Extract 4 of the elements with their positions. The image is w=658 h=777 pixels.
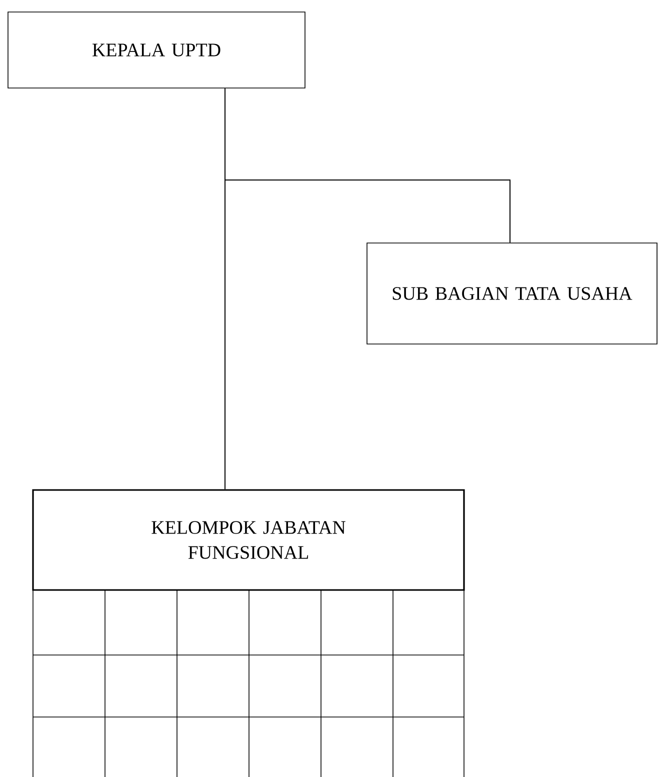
org-box: KEPALA UPTD <box>8 12 306 88</box>
org-box: SUB BAGIAN TATA USAHA <box>366 242 658 344</box>
connector-line <box>224 88 226 490</box>
org-box: KELOMPOK JABATAN FUNGSIONAL <box>32 489 465 591</box>
